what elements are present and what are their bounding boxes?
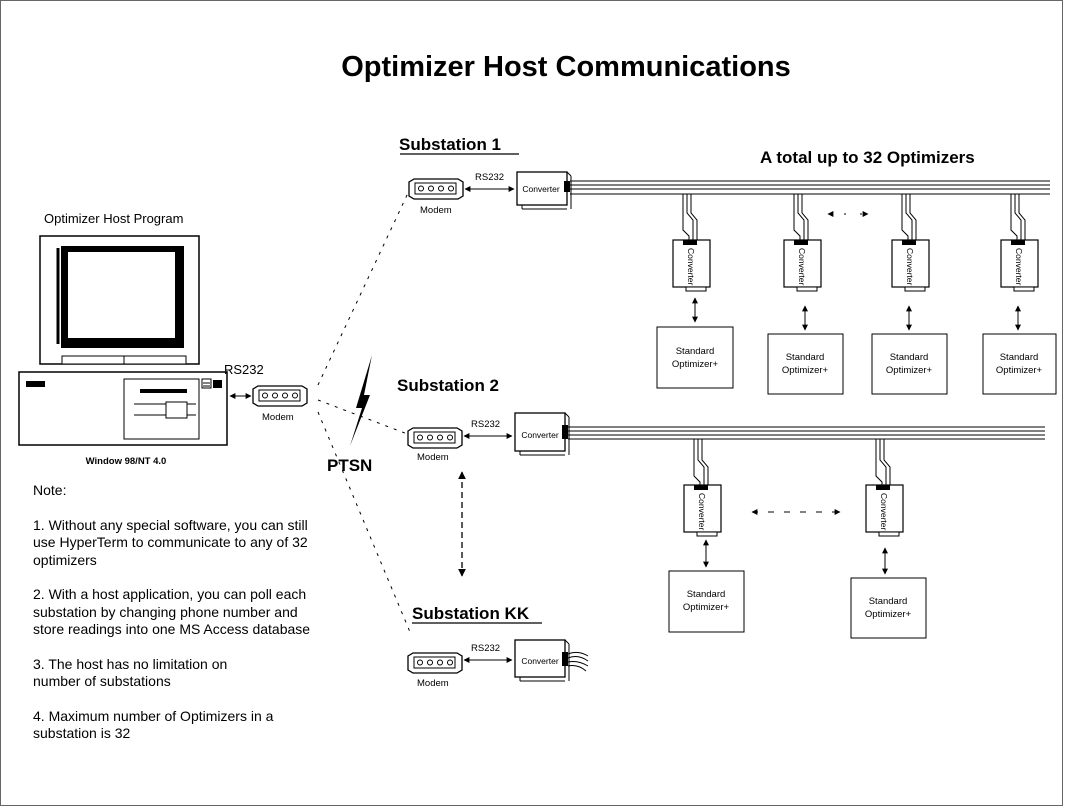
converter-icon: Converter — [514, 639, 570, 682]
optimizer-label-1: Standard — [687, 589, 726, 600]
bus-line — [568, 426, 1045, 440]
optimizer-label-2: Optimizer+ — [886, 365, 933, 376]
phone-links — [317, 192, 411, 633]
converter-label: Converter — [879, 493, 889, 530]
converter-label: Converter — [686, 248, 696, 285]
modem-icon — [408, 178, 464, 200]
note-item-3: 3. The host has no limitation on number … — [33, 655, 228, 690]
optimizer-node: Converter Standard Optimizer+ — [656, 194, 734, 389]
optimizer-label-1: Standard — [1000, 352, 1039, 363]
optimizer-label-2: Optimizer+ — [782, 365, 829, 376]
modem-icon — [407, 427, 463, 449]
optimizer-node: Converter Standard Optimizer+ — [982, 194, 1057, 395]
optimizer-label-2: Optimizer+ — [672, 359, 719, 370]
optimizer-node: Converter Standard Optimizer+ — [871, 194, 948, 395]
optimizer-label-2: Optimizer+ — [683, 602, 730, 613]
optimizer-label-2: Optimizer+ — [865, 609, 912, 620]
converter-icon: Converter — [514, 412, 570, 456]
optimizer-label-1: Standard — [869, 596, 908, 607]
converter-icon: Converter — [516, 171, 572, 210]
optimizer-label-1: Standard — [786, 352, 825, 363]
note-item-2: 2. With a host application, you can poll… — [33, 586, 311, 637]
notes-heading: Note: — [33, 482, 67, 498]
lightning-icon — [350, 355, 372, 446]
converter-label: Converter — [697, 493, 707, 530]
monitor-icon — [39, 235, 200, 365]
rs232-label: RS232 — [475, 172, 504, 183]
substation-kk-title: Substation KK — [412, 604, 530, 623]
system-unit-icon — [18, 371, 228, 446]
rs232-label: RS232 — [471, 419, 500, 430]
modem-icon — [407, 652, 463, 674]
substation-1: Substation 1 Modem RS232 Converter — [399, 135, 1050, 217]
optimizer-node: Converter Standard Optimizer+ — [850, 439, 927, 639]
optimizer-node: Converter Standard Optimizer+ — [668, 439, 745, 633]
substation-2-title: Substation 2 — [397, 376, 499, 395]
note-item-4: 4. Maximum number of Optimizers in a sub… — [33, 707, 274, 742]
optimizer-label-1: Standard — [890, 352, 929, 363]
page-title: Optimizer Host Communications — [341, 51, 791, 83]
converter-label: Converter — [1014, 248, 1024, 285]
modem-label: Modem — [417, 678, 449, 689]
substation-2: Substation 2 Modem RS232 Converter — [397, 376, 1045, 577]
converter-label: Converter — [905, 248, 915, 285]
host-rs232-label: RS232 — [224, 362, 264, 377]
host-program-label: Optimizer Host Program — [44, 211, 183, 226]
substation-1-drops: Converter Standard Optimizer+ Converter … — [656, 194, 1057, 395]
substation-kk: Substation KK Modem RS232 Converter — [407, 604, 589, 689]
host-computer: Optimizer Host Program Window 98/NT 4.0 — [18, 211, 228, 467]
notes-section: Note: 1. Without any special software, y… — [33, 482, 393, 760]
substation-2-drops: Converter Standard Optimizer+ Converter … — [668, 439, 927, 639]
rs232-label: RS232 — [471, 643, 500, 654]
network-label: PTSN — [327, 456, 372, 475]
note-item-1: 1. Without any special software, you can… — [33, 516, 308, 568]
substation-1-title: Substation 1 — [399, 135, 501, 154]
converter-label: Converter — [521, 430, 558, 440]
host-modem-icon — [252, 385, 308, 407]
host-modem-label: Modem — [262, 412, 294, 423]
converter-label: Converter — [521, 656, 558, 666]
bus-stub — [567, 651, 589, 672]
converter-label: Converter — [522, 184, 559, 194]
optimizer-label-1: Standard — [676, 346, 715, 357]
modem-label: Modem — [417, 452, 449, 463]
converter-label: Converter — [797, 248, 807, 285]
modem-label: Modem — [420, 205, 452, 216]
optimizer-node: Converter Standard Optimizer+ — [767, 194, 844, 395]
total-label: A total up to 32 Optimizers — [760, 148, 975, 167]
os-label: Window 98/NT 4.0 — [86, 456, 167, 467]
optimizer-label-2: Optimizer+ — [996, 365, 1043, 376]
bus-line — [570, 180, 1050, 195]
